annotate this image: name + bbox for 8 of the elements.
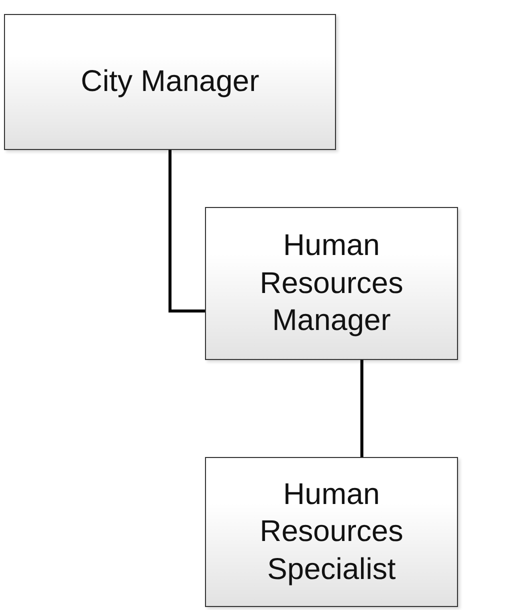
org-chart-box — [4, 14, 336, 150]
position-title: Human Resources Specialist — [258, 476, 404, 588]
org-chart-box — [205, 457, 458, 607]
position-title: City Manager — [80, 64, 260, 100]
connector-line — [168, 150, 205, 313]
org-chart-box — [205, 207, 458, 360]
connector-line — [360, 360, 364, 457]
position-title: Human Resources Manager — [258, 228, 404, 340]
